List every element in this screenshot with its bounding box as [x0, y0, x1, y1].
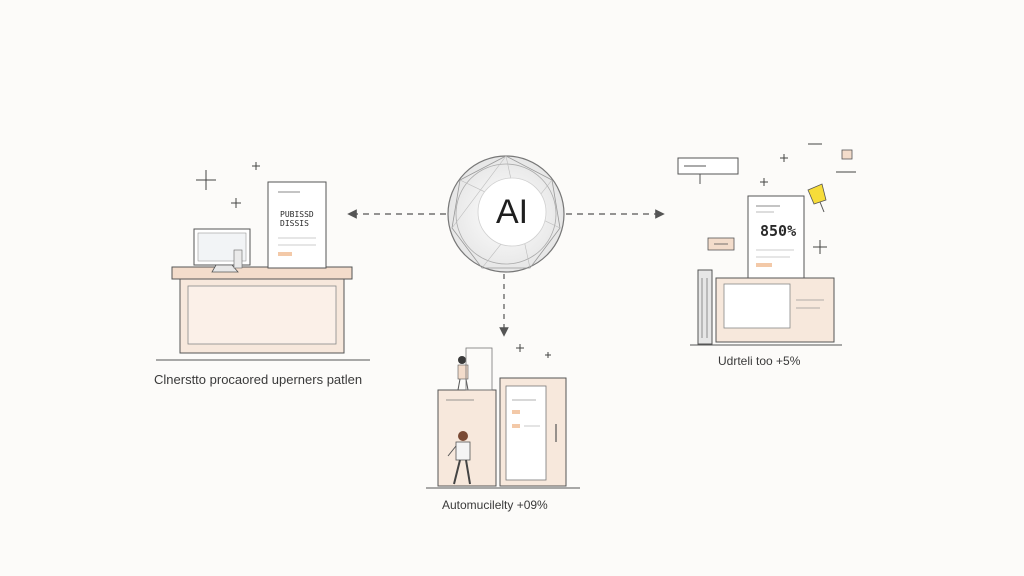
person-icon: [457, 347, 493, 391]
sparkle-icon: [196, 162, 260, 208]
left-station: [156, 162, 370, 361]
left-station-caption: Clnerstto procaored uperners patlen: [154, 372, 363, 387]
bottom-station: [426, 344, 580, 489]
server-tower-icon: [697, 269, 713, 345]
monitor-icon: [193, 228, 251, 273]
left-document-line: PUBISSD: [280, 210, 314, 219]
ai-hub-label: AI: [495, 193, 529, 231]
right-document-value: 850%: [760, 222, 797, 240]
document-icon: [267, 181, 327, 269]
lightbulb-icon: [807, 183, 827, 213]
bottom-station-caption: Automucilelty +09%: [442, 498, 548, 512]
left-document-text: PUBISSD DISSIS: [280, 210, 324, 228]
tag-icon: [707, 237, 735, 251]
sparkle-icon: [516, 344, 551, 358]
sparkle-icon: [760, 143, 856, 254]
box-icon: [841, 149, 853, 160]
right-station: [677, 143, 856, 346]
sign-icon: [677, 157, 739, 184]
left-document-line: DISSIS: [280, 219, 309, 228]
right-station-caption: Udrteli too +5%: [718, 354, 801, 368]
worker-icon: [447, 431, 471, 485]
ai-hub: [447, 155, 565, 273]
chart-document-icon: [747, 195, 805, 281]
